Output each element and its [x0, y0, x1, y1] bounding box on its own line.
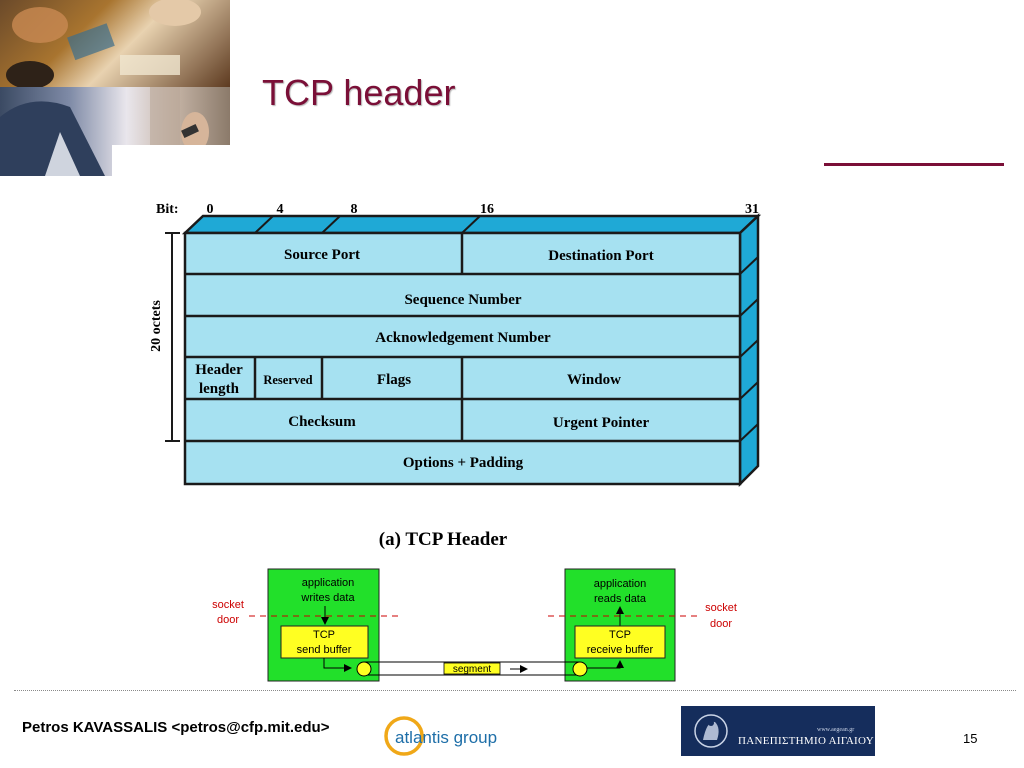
sender-socket-line2: door — [217, 614, 239, 626]
receiver-socket-line1: socket — [705, 602, 737, 614]
send-buffer-line2: send buffer — [297, 644, 352, 656]
field-reserved: Reserved — [263, 373, 312, 387]
receiver-app-line2: reads data — [594, 593, 647, 605]
field-checksum: Checksum — [288, 414, 356, 430]
diagram-caption: (a) TCP Header — [379, 529, 508, 550]
side-row-dividers — [739, 256, 759, 442]
field-source-port: Source Port — [284, 247, 360, 263]
receiver-socket-line2: door — [710, 618, 732, 630]
field-flags: Flags — [377, 372, 411, 388]
title-rule — [824, 163, 1004, 166]
aegean-university-logo — [681, 706, 875, 756]
field-window: Window — [567, 372, 621, 388]
page-number: 15 — [963, 731, 978, 746]
top-divider-8 — [321, 215, 341, 234]
receive-buffer-box — [574, 625, 666, 659]
bit-tick-0: 0 — [207, 202, 214, 217]
sender-buffer-connector — [323, 658, 352, 672]
bit-tick-31: 31 — [745, 202, 759, 217]
aegean-url: www.aegean.gr — [817, 727, 855, 733]
field-options-padding: Options + Padding — [403, 455, 524, 471]
field-urgent-pointer: Urgent Pointer — [553, 415, 650, 431]
segment-label: segment — [453, 664, 492, 675]
box-side-face — [738, 213, 760, 488]
atlantis-ring-icon — [384, 716, 424, 756]
field-destination-port: Destination Port — [548, 248, 653, 264]
footer-divider — [14, 690, 1016, 691]
field-acknowledgement-number: Acknowledgement Number — [375, 330, 551, 346]
bit-tick-16: 16 — [480, 202, 494, 217]
top-divider-4 — [254, 215, 274, 234]
front-column-dividers — [253, 233, 464, 441]
octets-bracket — [165, 232, 180, 442]
aegean-emblem-icon — [694, 714, 728, 748]
receiver-buffer-connector — [587, 660, 624, 669]
sender-socket-line1: socket — [212, 599, 244, 611]
header-photo-top — [0, 0, 230, 87]
atlantis-logo-text: atlantis group — [395, 728, 497, 747]
receive-buffer-line2: receive buffer — [587, 644, 654, 656]
sender-app-line2: writes data — [300, 592, 355, 604]
send-buffer-box — [280, 625, 369, 659]
bit-label: Bit: — [156, 202, 179, 217]
top-divider-16 — [461, 215, 481, 234]
photo-people-table — [6, 0, 201, 87]
segment-label-box — [443, 662, 501, 675]
tcp-header-diagram: Bit: 0 4 8 16 31 20 octets Source Port D… — [149, 202, 762, 550]
bit-tick-4: 4 — [277, 202, 284, 217]
field-header-length-line2: length — [199, 381, 240, 397]
photo-whitespace — [112, 145, 230, 176]
atlantis-group-logo: atlantis group — [384, 716, 497, 756]
sender-socket-circle — [356, 661, 372, 677]
author-credit: Petros KAVASSALIS <petros@cfp.mit.edu> — [22, 719, 330, 736]
bit-tick-8: 8 — [351, 202, 358, 217]
field-sequence-number: Sequence Number — [404, 292, 521, 308]
receive-buffer-line1: TCP — [609, 629, 631, 641]
receiver-socket-circle — [572, 661, 588, 677]
aegean-university-name: ΠΑΝΕΠΙΣΤΗΜΙΟ ΑΙΓΑΙΟΥ — [738, 735, 874, 747]
sender-app-line1: application — [302, 577, 355, 589]
octets-label: 20 octets — [149, 300, 164, 352]
field-header-length-line1: Header — [195, 362, 243, 378]
slide-title: TCP header — [262, 72, 456, 113]
socket-buffer-diagram: application writes data application read… — [212, 568, 737, 682]
send-buffer-line1: TCP — [313, 629, 335, 641]
receiver-app-line1: application — [594, 578, 647, 590]
